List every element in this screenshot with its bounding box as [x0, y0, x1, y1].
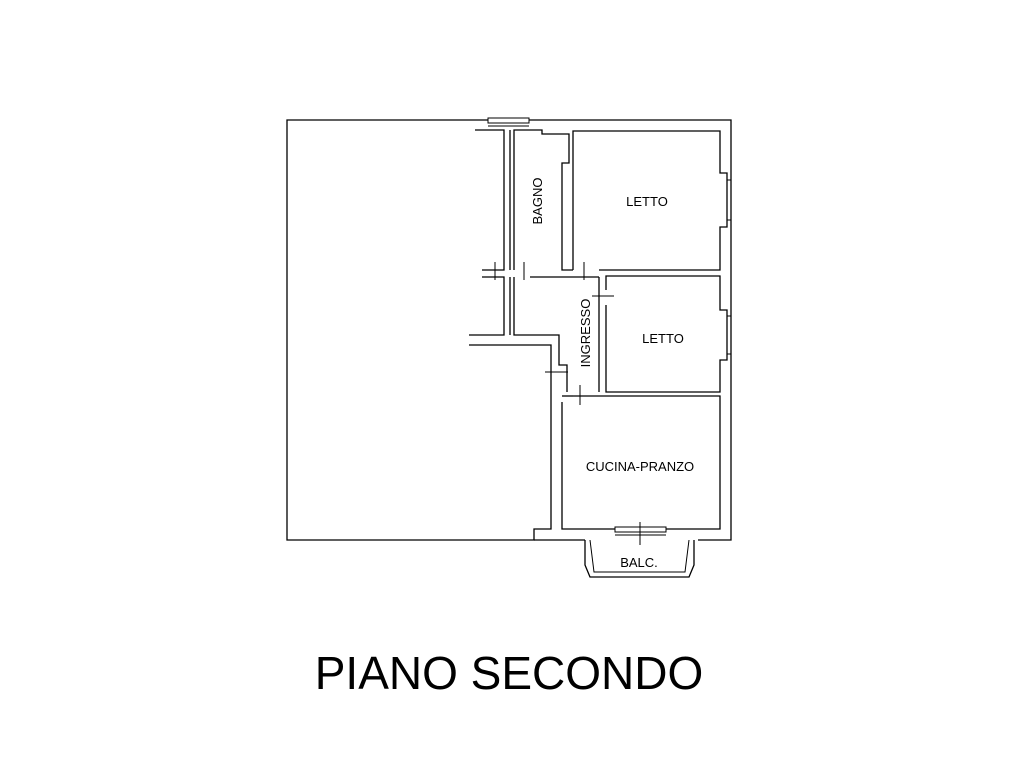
room-label-letto-upper: LETTO	[626, 194, 668, 209]
ingresso-wall	[513, 277, 568, 392]
room-label-balcone: BALC.	[620, 555, 658, 570]
plan-title: PIANO SECONDO	[315, 647, 704, 699]
letto-upper-wall	[572, 130, 728, 271]
window-letto-lower	[726, 315, 732, 355]
outer-wall-right	[529, 119, 732, 541]
window-top	[487, 117, 530, 127]
outer-wall	[286, 119, 552, 541]
room-label-ingresso: INGRESSO	[578, 299, 593, 368]
window-letto-upper	[726, 179, 732, 221]
room-label-bagno: BAGNO	[530, 178, 545, 225]
room-label-cucina-pranzo: CUCINA-PRANZO	[586, 459, 694, 474]
door-marks	[494, 262, 641, 545]
cucina-wall	[561, 402, 615, 530]
balcone-inner	[589, 539, 690, 573]
cucina-wall-right	[573, 395, 721, 530]
room-label-letto-lower: LETTO	[642, 331, 684, 346]
corridor-wall-left	[469, 276, 505, 336]
balcone-outline	[584, 540, 695, 578]
bagno-wall	[475, 129, 505, 271]
bagno-inner-wall	[513, 129, 573, 271]
